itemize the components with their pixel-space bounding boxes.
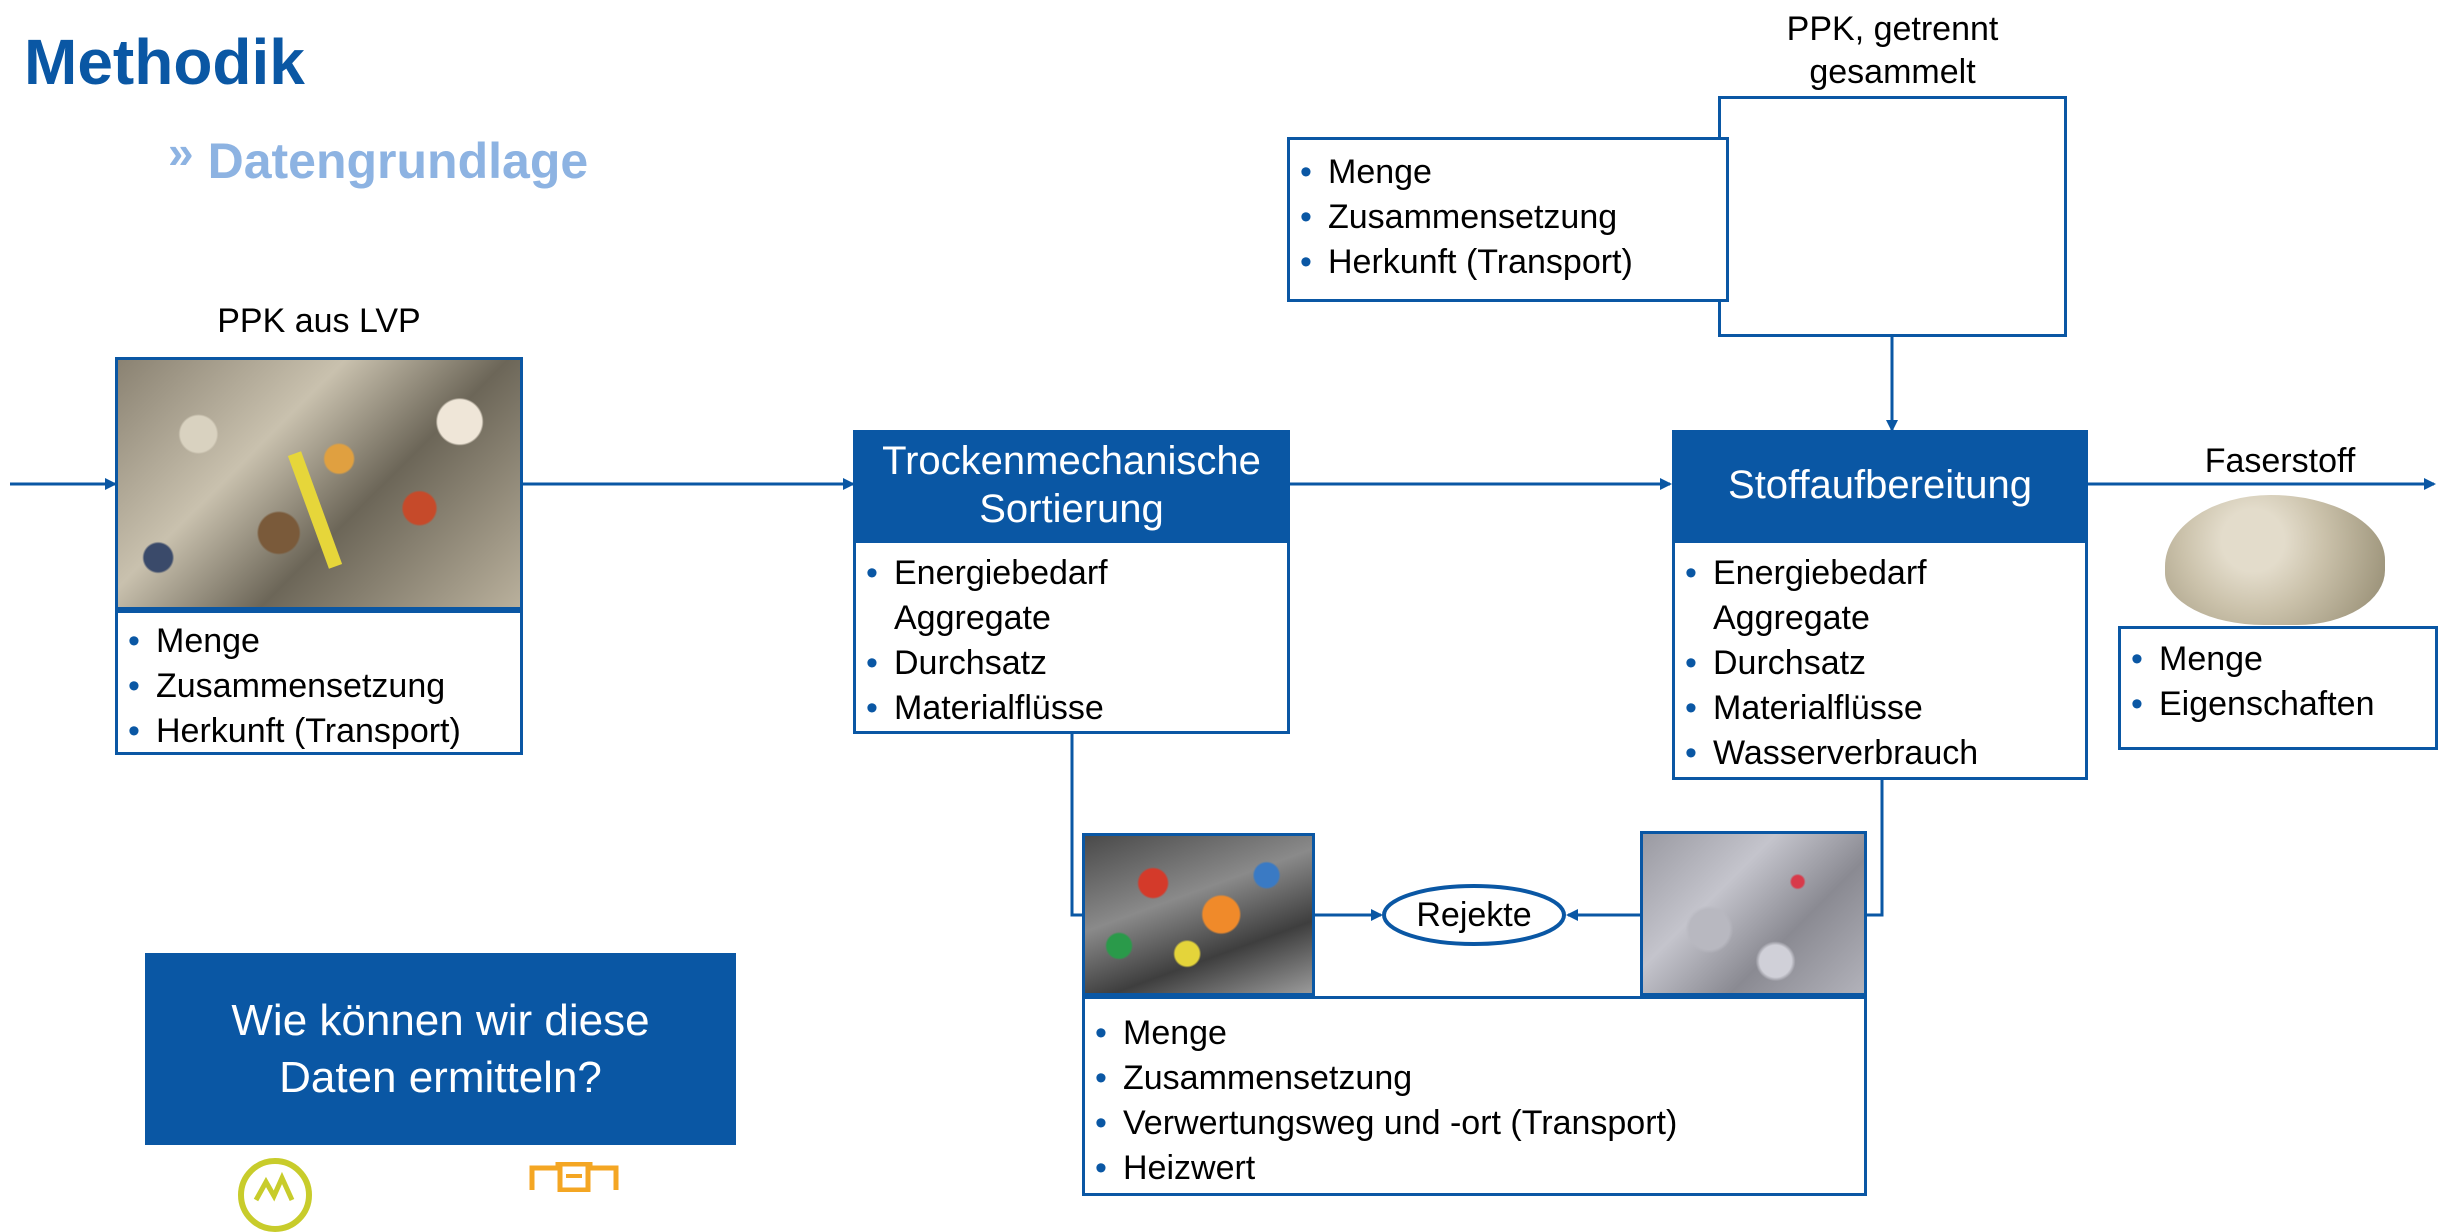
list-item: Verwertungsweg und -ort (Transport) xyxy=(1085,1101,1864,1146)
list-item: Menge xyxy=(1290,150,1726,195)
sorting-bullets-box: Energiebedarf Aggregate Durchsatz Materi… xyxy=(853,540,1290,734)
list-item: Zusammensetzung xyxy=(118,664,520,709)
line-stockprep-to-rejects xyxy=(1867,780,1884,917)
list-item: Durchsatz xyxy=(1675,641,2085,686)
list-item: Materialflüsse xyxy=(856,686,1287,731)
list-item: Energiebedarf Aggregate xyxy=(856,551,1154,641)
separate-collection-box xyxy=(1718,96,2067,337)
yellow-ruler-shape xyxy=(287,451,343,569)
chevron-right-icon: » xyxy=(168,126,194,178)
stockprep-title: Stoffaufbereitung xyxy=(1672,430,2088,540)
stockprep-rejects-photo xyxy=(1640,831,1867,996)
question-text: Wie können wir diese Daten ermitteln? xyxy=(231,995,650,1102)
list-item: Zusammensetzung xyxy=(1085,1056,1864,1101)
list-item: Materialflüsse xyxy=(1675,686,2085,731)
lvp-waste-photo xyxy=(115,357,523,610)
page-title: Methodik xyxy=(24,26,305,98)
list-item: Zusammensetzung xyxy=(1290,195,1726,240)
list-item: Menge xyxy=(118,619,520,664)
line-sorting-to-rejects xyxy=(1070,734,1082,917)
list-item: Herkunft (Transport) xyxy=(118,709,520,754)
rejekte-label: Rejekte xyxy=(1416,896,1532,934)
list-item: Eigenschaften xyxy=(2121,682,2435,727)
output-bullets-box: Menge Eigenschaften xyxy=(2118,626,2438,750)
page-subtitle: »Datengrundlage xyxy=(168,129,589,189)
list-item: Energiebedarf Aggregate xyxy=(1675,551,1973,641)
question-box: Wie können wir diese Daten ermitteln? xyxy=(145,953,736,1145)
measurement-icon xyxy=(238,1158,312,1232)
output-caption: Faserstoff xyxy=(2204,442,2356,480)
fiber-material-photo xyxy=(2165,495,2385,625)
separate-caption: PPK, getrennt gesammelt xyxy=(1786,10,1999,91)
book-icon xyxy=(528,1161,620,1202)
lvp-caption: PPK aus LVP xyxy=(217,302,421,340)
rejekte-ellipse xyxy=(1382,884,1566,946)
separate-bullets-box: Menge Zusammensetzung Herkunft (Transpor… xyxy=(1287,137,1729,302)
list-item: Menge xyxy=(1085,1011,1864,1056)
subtitle-text: Datengrundlage xyxy=(207,133,589,189)
list-item: Heizwert xyxy=(1085,1146,1864,1191)
lvp-bullets-box: Menge Zusammensetzung Herkunft (Transpor… xyxy=(115,610,523,755)
sorting-title: Trockenmechanische Sortierung xyxy=(853,430,1290,540)
sorting-rejects-photo xyxy=(1082,833,1315,996)
list-item: Durchsatz xyxy=(856,641,1287,686)
list-item: Wasserverbrauch xyxy=(1675,731,2085,776)
list-item: Herkunft (Transport) xyxy=(1290,240,1726,285)
list-item: Menge xyxy=(2121,637,2435,682)
stockprep-bullets-box: Energiebedarf Aggregate Durchsatz Materi… xyxy=(1672,540,2088,780)
flow-connectors xyxy=(10,337,2436,946)
rejects-bullets-box: Menge Zusammensetzung Verwertungsweg und… xyxy=(1082,996,1867,1196)
